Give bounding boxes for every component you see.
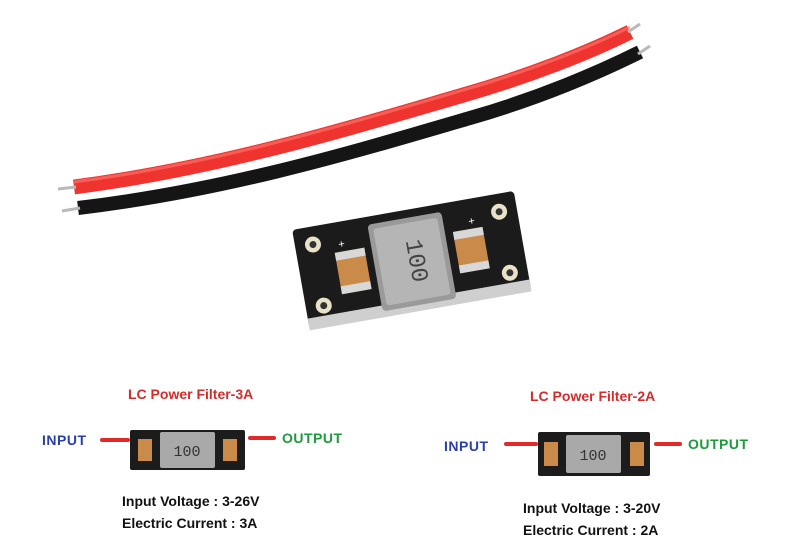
filter-2a-output-lead <box>654 442 682 446</box>
filter-3a-title: LC Power Filter-3A <box>128 386 254 402</box>
filter-2a-title: LC Power Filter-2A <box>530 388 656 404</box>
filter-3a-output-lead <box>248 436 276 440</box>
filter-2a-current-spec: Electric Current : 2A <box>523 522 659 538</box>
filter-3a-input-lead <box>100 438 130 442</box>
filter-2a-input-label: INPUT <box>444 438 489 454</box>
filter-3a-board: 100 <box>130 430 245 470</box>
filter-2a-input-lead <box>504 442 538 446</box>
filter-3a-specs: Input Voltage : 3-26V Electric Current :… <box>122 490 259 534</box>
svg-text:+: + <box>337 238 345 251</box>
filter-3a-output-label: OUTPUT <box>282 430 343 446</box>
filter-2a-specs: Input Voltage : 3-20V Electric Current :… <box>523 497 660 541</box>
filter-2a-inductor-marking: 100 <box>579 448 606 465</box>
filter-3a-voltage-spec: Input Voltage : 3-26V <box>122 493 260 509</box>
svg-text:+: + <box>467 215 475 228</box>
filter-3a-input-label: INPUT <box>42 432 87 448</box>
filter-2a-output-label: OUTPUT <box>688 436 749 452</box>
filter-2a-voltage-spec: Input Voltage : 3-20V <box>523 500 661 516</box>
filter-3a-inductor-marking: 100 <box>173 444 200 461</box>
filter-2a-board: 100 <box>538 432 650 476</box>
filter-3a-current-spec: Electric Current : 3A <box>122 515 258 531</box>
